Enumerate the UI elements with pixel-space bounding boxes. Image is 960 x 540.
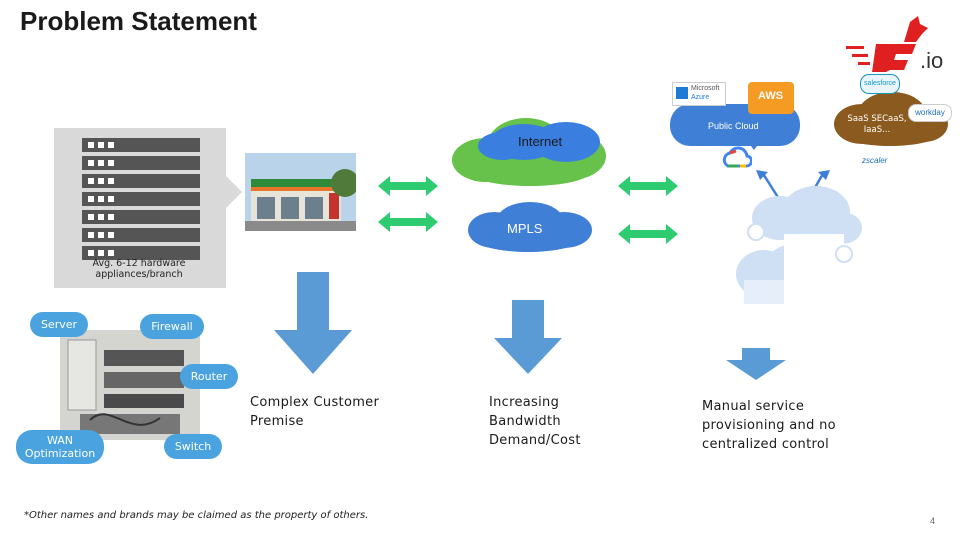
equipment-photo-icon: [60, 330, 200, 440]
windows-icon: [676, 87, 688, 99]
workday-logo: workday: [908, 104, 952, 122]
logo-mark-icon: [846, 16, 928, 72]
down-arrow-manual: [726, 348, 786, 380]
page-title: Problem Statement: [20, 6, 257, 36]
internet-label: Internet: [518, 134, 563, 149]
router-callout: Router: [180, 364, 238, 389]
double-arrow-icon: [378, 176, 678, 244]
connection-arrows: [378, 176, 678, 244]
footnote: *Other names and brands may be claimed a…: [24, 510, 369, 521]
server-callout: Server: [30, 312, 88, 337]
callout-tail: [748, 142, 760, 150]
server-rack: Avg. 6-12 hardware appliances/branch: [54, 128, 226, 288]
mpls-cloud: [468, 202, 592, 252]
branch-store-photo: [245, 153, 356, 231]
switch-callout: Switch: [164, 434, 222, 459]
server-rack-icon: [82, 138, 200, 260]
company-logo: .io: [846, 14, 956, 74]
public-cloud-label: Public Cloud: [708, 121, 759, 131]
bandwidth-caption: Increasing Bandwidth Demand/Cost: [489, 395, 581, 448]
google-cloud-icon: [722, 146, 752, 168]
zscaler-logo: zscaler: [862, 156, 888, 165]
store-building-icon: [245, 153, 356, 231]
firewall-callout: Firewall: [140, 314, 204, 339]
internet-cloud: [452, 118, 606, 186]
manual-caption: Manual service provisioning and no centr…: [702, 399, 836, 452]
azure-logo: Microsoft Azure: [672, 82, 726, 106]
salesforce-label: salesforce: [864, 80, 896, 87]
wan-optimization-callout: WAN Optimization: [16, 430, 104, 464]
mpls-label: MPLS: [507, 221, 543, 236]
aws-logo: AWS: [748, 82, 794, 114]
workday-label: workday: [915, 108, 945, 117]
server-caption: Avg. 6-12 hardware appliances/branch: [92, 258, 186, 280]
saas-label: SaaS SECaaS, IaaS...: [847, 114, 907, 135]
premise-caption: Complex Customer Premise: [250, 395, 380, 429]
azure-line1: Microsoft: [691, 85, 720, 92]
logo-text: .io: [920, 48, 944, 73]
down-arrow-premise: [274, 272, 352, 374]
aws-label: AWS: [758, 90, 784, 102]
callout-pointer: [226, 176, 242, 208]
branch-equipment-photo: [20, 310, 230, 460]
page-number: 4: [930, 516, 936, 526]
azure-line2: Azure: [691, 94, 710, 101]
salesforce-logo: salesforce: [860, 74, 900, 94]
down-arrow-bandwidth: [494, 300, 562, 374]
cloud-provisioning-graphic: [736, 170, 862, 304]
